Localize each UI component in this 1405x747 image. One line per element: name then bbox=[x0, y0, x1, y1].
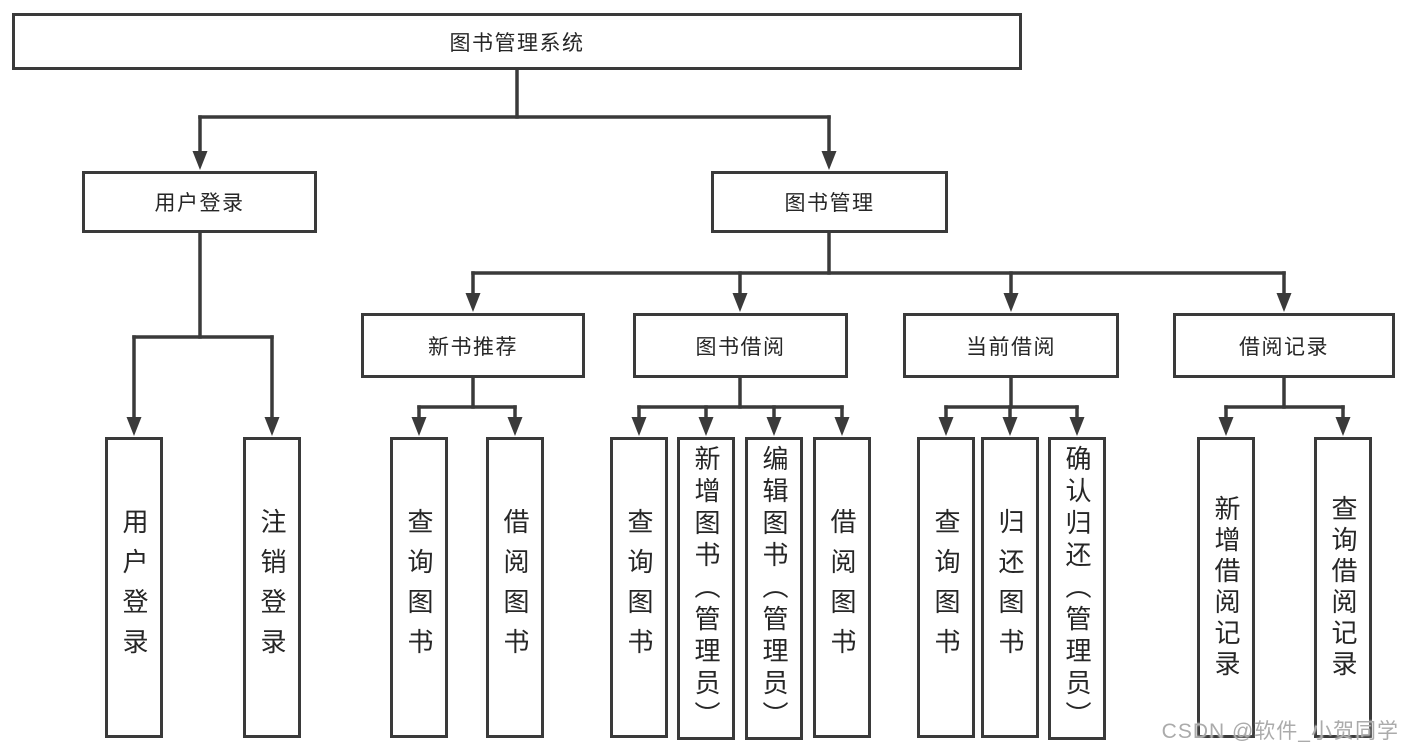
node-label: 用户登录 bbox=[154, 192, 245, 215]
leaf-label: 编辑图书（管理员） bbox=[759, 444, 789, 733]
leaf-edit-book-admin: 编辑图书（管理员） bbox=[745, 437, 803, 740]
node-label: 当前借阅 bbox=[966, 335, 1056, 359]
leaf-label: 新增借阅记录 bbox=[1211, 494, 1241, 681]
leaf-label: 借阅图书 bbox=[827, 507, 857, 668]
leaf-label: 用户登录 bbox=[119, 507, 149, 668]
node-user-login: 用户登录 bbox=[82, 171, 317, 233]
leaf-logout: 注销登录 bbox=[243, 437, 301, 738]
node-current-borrowing: 当前借阅 bbox=[903, 313, 1119, 378]
leaf-add-borrow-record: 新增借阅记录 bbox=[1197, 437, 1255, 738]
leaf-query-books-recommend: 查询图书 bbox=[390, 437, 448, 738]
leaf-query-books-current: 查询图书 bbox=[917, 437, 975, 738]
node-book-borrowing: 图书借阅 bbox=[633, 313, 848, 378]
leaf-label: 确认归还（管理员） bbox=[1062, 444, 1092, 733]
node-label: 新书推荐 bbox=[428, 335, 518, 359]
leaf-label: 新增图书（管理员） bbox=[691, 444, 721, 733]
leaf-label: 借阅图书 bbox=[500, 507, 530, 668]
node-library-management-system: 图书管理系统 bbox=[12, 13, 1022, 70]
leaf-query-borrow-record: 查询借阅记录 bbox=[1314, 437, 1372, 738]
node-new-book-recommendation: 新书推荐 bbox=[361, 313, 585, 378]
node-borrowing-records: 借阅记录 bbox=[1173, 313, 1395, 378]
leaf-return-books: 归还图书 bbox=[981, 437, 1039, 738]
node-label: 图书借阅 bbox=[695, 335, 786, 359]
node-label: 借阅记录 bbox=[1239, 335, 1329, 359]
leaf-query-books-borrow: 查询图书 bbox=[610, 437, 668, 738]
node-label: 图书管理系统 bbox=[449, 31, 585, 55]
leaf-label: 查询图书 bbox=[404, 507, 434, 668]
leaf-label: 查询借阅记录 bbox=[1328, 494, 1358, 681]
leaf-label: 归还图书 bbox=[995, 507, 1025, 668]
leaf-label: 查询图书 bbox=[624, 507, 654, 668]
node-label: 图书管理 bbox=[784, 192, 875, 215]
leaf-borrow-books: 借阅图书 bbox=[813, 437, 871, 738]
leaf-label: 查询图书 bbox=[931, 507, 961, 668]
leaf-label: 注销登录 bbox=[257, 507, 287, 668]
leaf-confirm-return-admin: 确认归还（管理员） bbox=[1048, 437, 1106, 740]
node-book-management: 图书管理 bbox=[711, 171, 948, 233]
leaf-add-book-admin: 新增图书（管理员） bbox=[677, 437, 735, 740]
leaf-borrow-books-recommend: 借阅图书 bbox=[486, 437, 544, 738]
csdn-watermark: CSDN @软件_小贺同学 bbox=[1161, 720, 1399, 743]
leaf-user-login: 用户登录 bbox=[105, 437, 163, 738]
